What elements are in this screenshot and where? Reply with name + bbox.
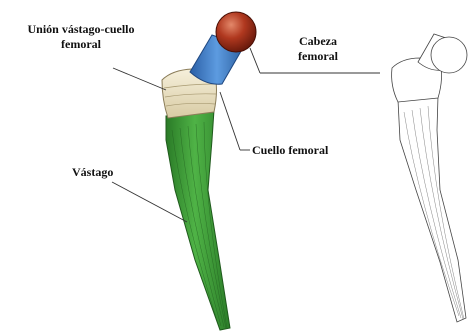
colored-prosthesis xyxy=(162,12,256,330)
label-vastago-text: Vástago xyxy=(72,165,113,180)
label-union-line2: femoral xyxy=(6,37,156,52)
stem-shape xyxy=(166,110,230,330)
outline-prosthesis xyxy=(392,34,467,322)
leader-union xyxy=(113,68,166,90)
label-union-vastago-cuello: Unión vástago-cuello femoral xyxy=(6,22,156,52)
leader-lines xyxy=(112,48,380,222)
label-union-line1: Unión vástago-cuello xyxy=(6,22,156,37)
label-cabeza-line2: femoral xyxy=(278,49,358,64)
label-cabeza-femoral: Cabeza femoral xyxy=(278,34,358,64)
label-cuello-text: Cuello femoral xyxy=(252,143,328,158)
outline-stem xyxy=(398,96,466,322)
leader-cuello xyxy=(220,92,240,150)
leader-cabeza-diag xyxy=(250,48,260,73)
label-cabeza-line1: Cabeza xyxy=(278,34,358,49)
outline-head xyxy=(431,37,467,73)
head-sphere xyxy=(216,12,256,52)
label-cuello-femoral: Cuello femoral xyxy=(252,143,328,158)
label-vastago: Vástago xyxy=(72,165,113,180)
